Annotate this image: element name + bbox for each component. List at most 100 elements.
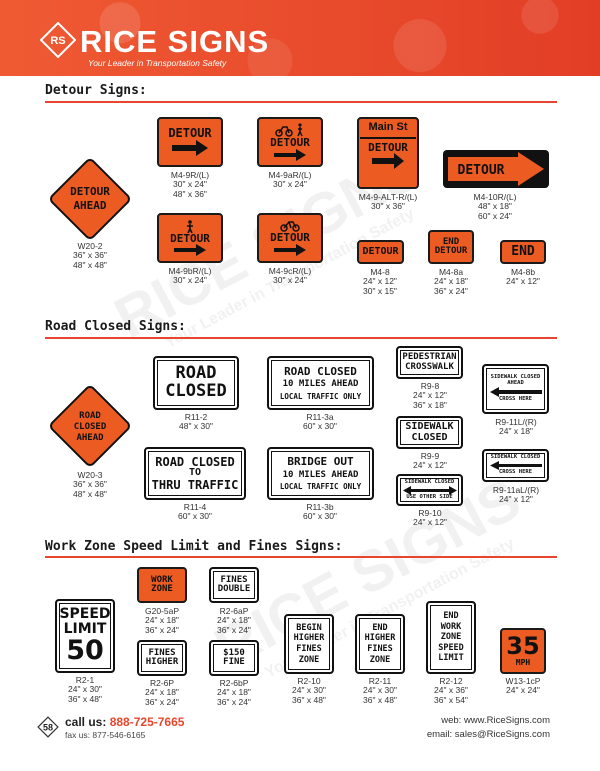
section-title-road-closed: Road Closed Signs: <box>45 319 186 334</box>
sign-m4-9: DETOUR <box>157 117 223 167</box>
sign-sizes: 48" x 30" <box>179 421 213 431</box>
svg-text:ROAD: ROAD <box>79 411 101 421</box>
sign-w20-2: DETOUR AHEAD <box>50 159 130 239</box>
double-arrow-icon <box>402 485 457 495</box>
sign-code: R11-2 <box>184 412 208 422</box>
sign-r9-11: SIDEWALK CLOSED AHEAD CROSS HERE <box>482 364 549 414</box>
sign-code: R9-11L/(R) <box>495 417 537 427</box>
sign-code: R11-4 <box>183 502 207 512</box>
sign-sizes: 24" x 18" 36" x 24" <box>145 687 179 707</box>
left-arrow-icon <box>489 386 542 397</box>
sign-code: M4-9R/(L) <box>170 170 210 180</box>
right-arrow-icon <box>372 153 404 170</box>
sign-sizes: 24" x 12" <box>413 460 447 470</box>
brand-tagline: Your Leader in Transportation Safety <box>88 58 227 68</box>
call-label: call us: <box>65 715 107 729</box>
sign-code: M4-8b <box>510 267 536 277</box>
svg-text:DETOUR: DETOUR <box>458 163 505 178</box>
sign-sizes: 24" x 18" 36" x 24" <box>217 687 251 707</box>
svg-text:AHEAD: AHEAD <box>73 199 106 212</box>
sign-m4-8b: END <box>500 240 546 264</box>
svg-text:DETOUR: DETOUR <box>70 185 110 198</box>
brand-name: RICE SIGNS <box>80 24 270 59</box>
header-banner: RS RICE SIGNS Your Leader in Transportat… <box>0 0 600 76</box>
sign-sizes: 24" x 30" 36" x 48" <box>68 684 102 704</box>
sign-code: R9-9 <box>420 451 440 461</box>
email-link[interactable]: email: sales@RiceSigns.com <box>426 729 550 740</box>
call-us: call us: 888-725-7665 <box>65 715 184 729</box>
sign-code: R11-3a <box>306 412 334 422</box>
sign-code: R9-8 <box>420 381 440 391</box>
sign-m4-9b: DETOUR <box>157 213 223 263</box>
svg-text:58: 58 <box>43 723 53 733</box>
bike-pedestrian-icon <box>275 123 303 137</box>
sign-sizes: 60" x 30" <box>303 511 337 521</box>
sign-r9-11a: SIDEWALK CLOSED CROSS HERE <box>482 449 549 482</box>
sign-sizes: 24" x 12" <box>499 494 533 504</box>
sign-code: W20-3 <box>77 470 103 480</box>
sign-r11-4: ROAD CLOSED TO THRU TRAFFIC <box>144 447 246 500</box>
sign-r2-1: SPEED LIMIT 50 <box>55 599 115 673</box>
fax-number: fax us: 877-546-6165 <box>65 730 146 740</box>
sign-sizes: 24" x 12" <box>506 276 540 286</box>
detour-arrow-icon: DETOUR <box>448 152 544 186</box>
right-arrow-icon <box>274 148 306 161</box>
sign-m4-9c: DETOUR <box>257 213 323 263</box>
sign-code: R2-12 <box>439 676 463 686</box>
sign-code: R2-6bP <box>219 678 249 688</box>
right-arrow-icon <box>172 140 208 157</box>
sign-sizes: 36" x 36" 48" x 48" <box>73 479 107 499</box>
sign-w20-3: ROAD CLOSED AHEAD <box>50 386 130 466</box>
section-divider <box>45 556 557 558</box>
sign-code: R11-3b <box>306 502 334 512</box>
sign-sizes: 30" x 24" <box>173 275 207 285</box>
section-title-detour: Detour Signs: <box>45 83 147 98</box>
sign-sizes: 24" x 30" 36" x 48" <box>363 685 397 705</box>
phone-link[interactable]: 888-725-7665 <box>109 715 185 729</box>
sign-r11-3b: BRIDGE OUT 10 MILES AHEAD LOCAL TRAFFIC … <box>267 447 374 500</box>
section-divider <box>45 337 557 339</box>
sign-code: R2-10 <box>297 676 321 686</box>
sign-sizes: 60" x 30" <box>303 421 337 431</box>
sign-sizes: 30" x 24" 48" x 36" <box>173 179 207 199</box>
right-arrow-icon <box>274 243 306 256</box>
sign-w13-1cp: 35 MPH <box>500 628 546 674</box>
sign-code: M4-9bR/(L) <box>168 266 212 276</box>
sign-sizes: 30" x 24" <box>273 275 307 285</box>
sign-code: M4-8a <box>438 267 464 277</box>
sign-sizes: 24" x 12" <box>413 517 447 527</box>
svg-text:CLOSED: CLOSED <box>74 422 107 432</box>
sign-code: M4-10R/(L) <box>473 192 517 202</box>
sign-code: M4-8 <box>370 267 390 277</box>
sign-sizes: 24" x 30" 36" x 48" <box>292 685 326 705</box>
sign-m4-10: DETOUR <box>443 150 549 188</box>
sign-code: M4-9cR/(L) <box>268 266 312 276</box>
sign-sizes: 24" x 18" 36" x 24" <box>145 615 179 635</box>
pedestrian-icon <box>187 219 193 233</box>
rs-logo-icon: RS <box>40 22 76 58</box>
sign-code: M4-9-ALT-R/(L) <box>358 192 418 202</box>
logo-mark: RS <box>50 35 65 47</box>
sign-code: W13-1cP <box>505 676 541 686</box>
sign-sizes: 48" x 18" 60" x 24" <box>478 201 512 221</box>
sign-sizes: 30" x 36" <box>371 201 405 211</box>
section-divider <box>45 101 557 103</box>
sign-sizes: 24" x 18" 36" x 24" <box>434 276 468 296</box>
sign-sizes: 24" x 12" 36" x 18" <box>413 390 447 410</box>
sign-sizes: 24" x 18" <box>499 426 533 436</box>
sign-sizes: 24" x 36" 36" x 54" <box>434 685 468 705</box>
web-link[interactable]: web: www.RiceSigns.com <box>441 715 550 726</box>
sign-code: R2-6aP <box>219 606 249 616</box>
sign-sizes: 24" x 24" <box>506 685 540 695</box>
sign-code: R9-10 <box>418 508 442 518</box>
sign-r9-10: SIDEWALK CLOSED USE OTHER SIDE <box>396 474 463 506</box>
sign-m4-8: DETOUR <box>357 240 404 264</box>
